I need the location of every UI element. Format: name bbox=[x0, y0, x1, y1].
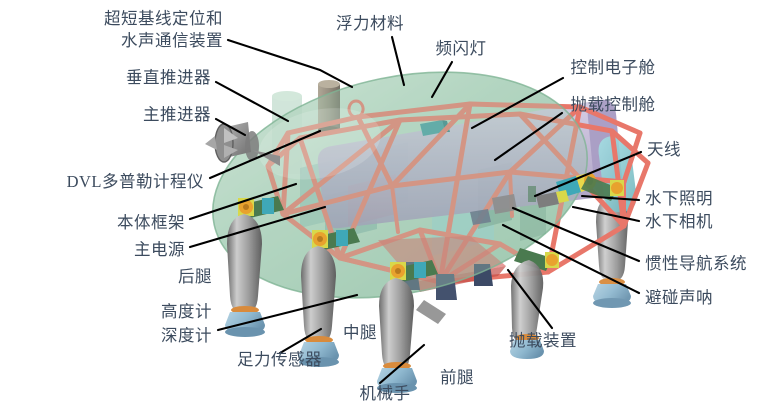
leg-right-rear bbox=[581, 176, 624, 201]
leader-line-usbl bbox=[226, 38, 354, 89]
label-dvl-line-1: DVL多普勒计程仪 bbox=[66, 172, 204, 191]
leader-lines bbox=[188, 35, 643, 385]
label-collision-avoidance-sonar-line-1: 避碰声呐 bbox=[645, 288, 713, 307]
label-underwater-camera: 水下相机 bbox=[645, 212, 713, 232]
label-usbl-line-2: 水声通信装置 bbox=[121, 31, 223, 50]
label-foot-force-sensor: 足力传感器 bbox=[237, 350, 322, 370]
label-rear-leg: 后腿 bbox=[178, 267, 212, 287]
label-strobe-light: 频闪灯 bbox=[436, 39, 487, 59]
leader-line-main-thruster bbox=[214, 117, 247, 137]
label-usbl: 超短基线定位和水声通信装置 bbox=[104, 8, 223, 52]
label-manipulator-line-1: 机械手 bbox=[359, 384, 411, 403]
label-underwater-lighting: 水下照明 bbox=[645, 189, 713, 209]
label-jettison-device-line-1: 抛载装置 bbox=[509, 331, 577, 350]
leader-line-jettison-device bbox=[506, 268, 554, 330]
label-underwater-camera-line-1: 水下相机 bbox=[645, 212, 713, 231]
leader-line-underwater-lighting bbox=[580, 194, 641, 202]
leader-line-inertial-navigation-system bbox=[511, 206, 641, 263]
underwater-camera-unit bbox=[536, 190, 569, 208]
leader-line-antenna bbox=[533, 150, 643, 198]
label-control-electronics-cabin-line-1: 控制电子舱 bbox=[570, 58, 656, 77]
leg-group-near bbox=[225, 196, 559, 393]
label-main-thruster: 主推进器 bbox=[143, 105, 211, 125]
label-depth-gauge-line-1: 深度计 bbox=[161, 326, 212, 345]
label-underwater-lighting-line-1: 水下照明 bbox=[645, 189, 713, 208]
leader-line-strobe-light bbox=[430, 60, 454, 99]
label-antenna-line-1: 天线 bbox=[647, 140, 681, 159]
main-thruster-assembly bbox=[205, 122, 280, 166]
label-dvl: DVL多普勒计程仪 bbox=[67, 172, 204, 192]
leg-front-left bbox=[377, 260, 438, 393]
label-usbl-line-1: 超短基线定位和 bbox=[104, 9, 223, 28]
label-altimeter: 高度计 bbox=[161, 302, 212, 322]
label-jettison-control-cabin: 抛载控制舱 bbox=[571, 95, 656, 115]
label-jettison-control-cabin-line-1: 抛载控制舱 bbox=[570, 95, 656, 114]
label-main-power-supply-line-1: 主电源 bbox=[134, 240, 185, 259]
label-altimeter-line-1: 高度计 bbox=[161, 302, 212, 321]
label-body-frame-line-1: 本体框架 bbox=[117, 213, 185, 232]
label-buoyancy-material-line-1: 浮力材料 bbox=[336, 14, 404, 33]
hull-shell-front bbox=[212, 71, 588, 299]
label-control-electronics-cabin: 控制电子舱 bbox=[571, 58, 656, 78]
label-main-thruster-line-1: 主推进器 bbox=[143, 105, 211, 124]
leader-line-foot-force-sensor bbox=[278, 327, 323, 355]
label-body-frame: 本体框架 bbox=[117, 213, 185, 233]
leader-line-jettison-control-cabin bbox=[493, 111, 564, 162]
leader-line-manipulator bbox=[378, 343, 426, 385]
label-vertical-thruster: 垂直推进器 bbox=[126, 68, 211, 88]
leader-line-collision-avoidance-sonar bbox=[501, 223, 641, 295]
leader-line-depth-gauge bbox=[216, 293, 359, 332]
label-inertial-navigation-system-line-1: 惯性导航系统 bbox=[645, 254, 747, 273]
label-middle-leg-line-1: 中腿 bbox=[343, 323, 377, 342]
label-front-leg-line-1: 前腿 bbox=[440, 368, 474, 387]
label-depth-gauge: 深度计 bbox=[161, 326, 212, 346]
leader-line-vertical-thruster bbox=[214, 80, 290, 123]
manipulator-arm bbox=[416, 300, 446, 324]
leg-middle-left bbox=[299, 228, 360, 367]
leader-line-main-power-supply bbox=[188, 205, 327, 249]
label-manipulator: 机械手 bbox=[360, 384, 411, 404]
label-antenna: 天线 bbox=[647, 140, 681, 160]
leader-line-underwater-camera bbox=[571, 205, 641, 223]
leader-line-buoyancy-material bbox=[390, 35, 406, 87]
label-main-power-supply: 主电源 bbox=[134, 240, 185, 260]
label-collision-avoidance-sonar: 避碰声呐 bbox=[645, 288, 713, 308]
right-sensor-cluster bbox=[470, 173, 596, 225]
label-inertial-navigation-system: 惯性导航系统 bbox=[645, 254, 747, 274]
label-foot-force-sensor-line-1: 足力传感器 bbox=[237, 350, 322, 369]
label-vertical-thruster-line-1: 垂直推进器 bbox=[126, 68, 211, 87]
label-strobe-light-line-1: 频闪灯 bbox=[435, 39, 487, 58]
label-middle-leg: 中腿 bbox=[343, 323, 377, 343]
label-front-leg: 前腿 bbox=[440, 368, 474, 388]
leader-line-body-frame bbox=[188, 182, 298, 221]
leader-line-dvl bbox=[208, 129, 322, 180]
leg-right-front bbox=[510, 248, 559, 359]
label-jettison-device: 抛载装置 bbox=[509, 331, 577, 351]
label-buoyancy-material: 浮力材料 bbox=[336, 14, 404, 34]
label-rear-leg-line-1: 后腿 bbox=[178, 267, 212, 286]
leader-line-control-electronics-cabin bbox=[470, 76, 565, 130]
